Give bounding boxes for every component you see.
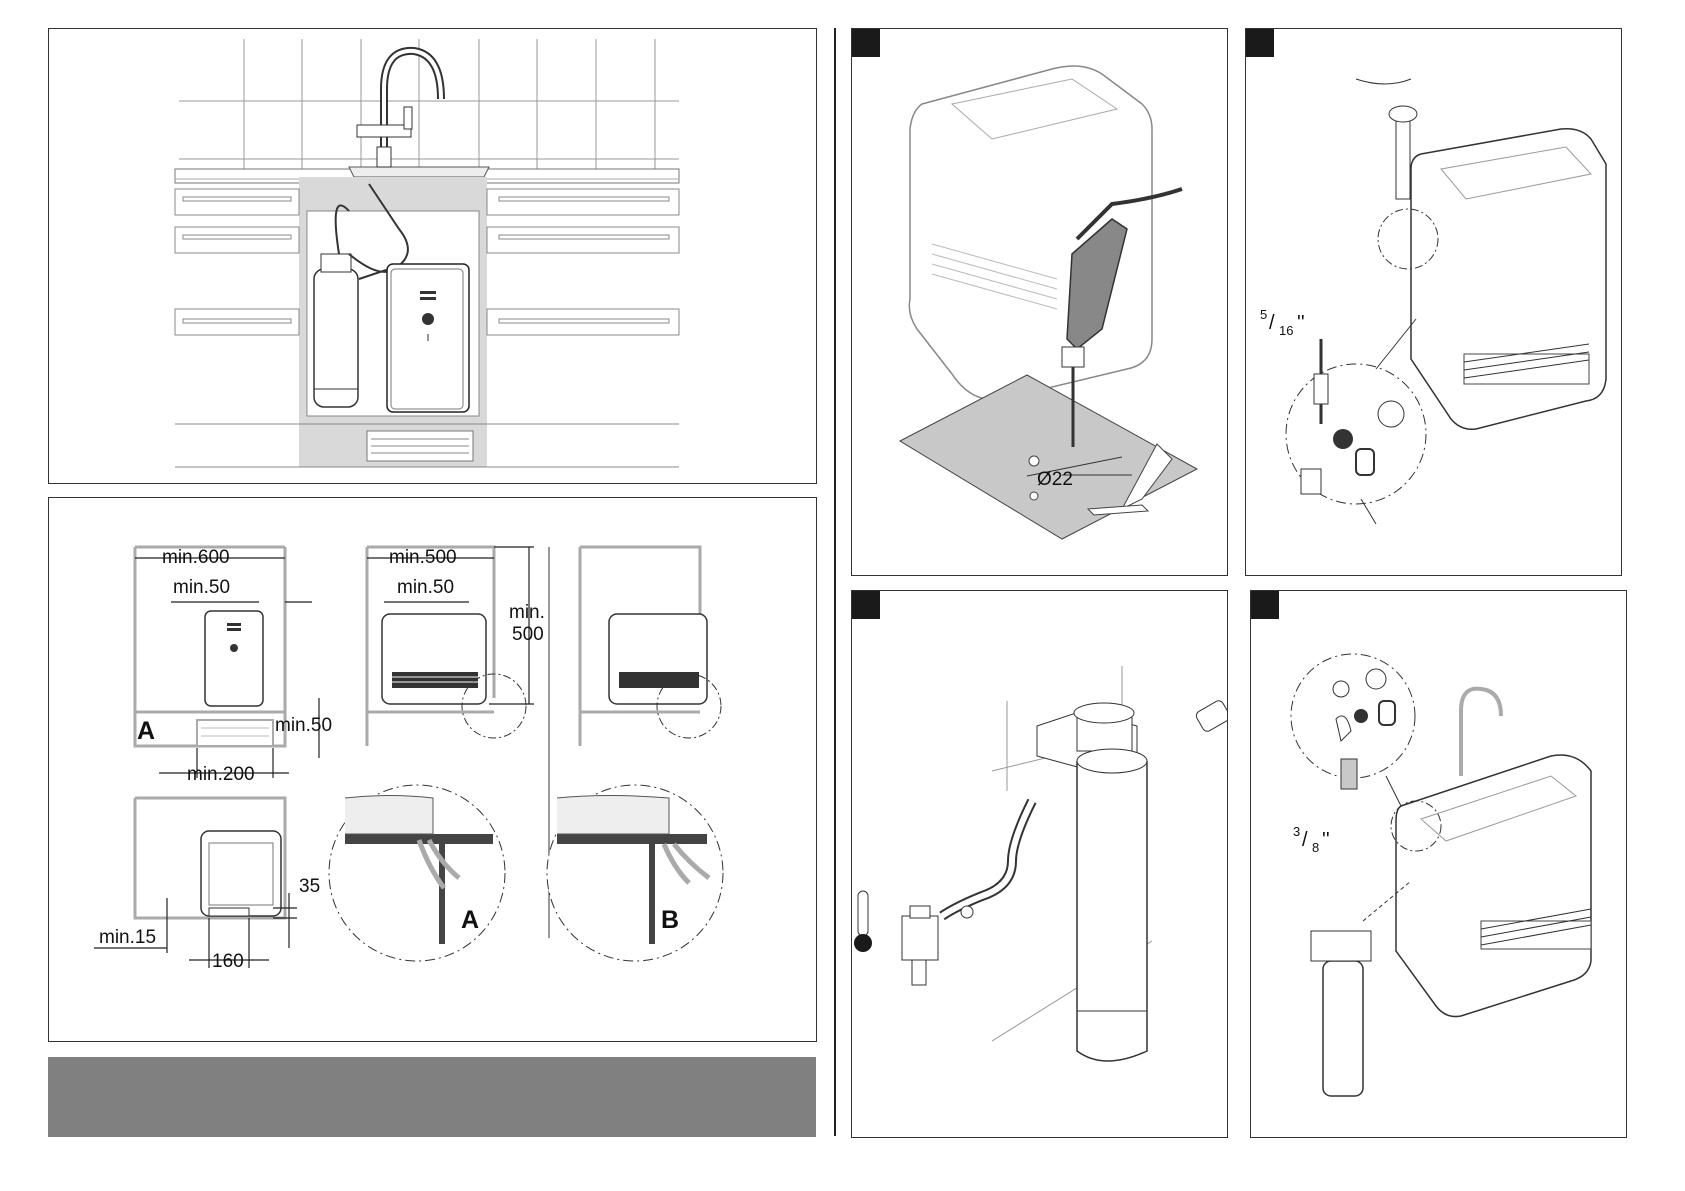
dim-160: 160 xyxy=(212,951,244,972)
final-connection-illustration: 3 / 8 '' xyxy=(1251,591,1627,1138)
svg-text:/: / xyxy=(1302,829,1308,851)
dim-min200: min.200 xyxy=(187,764,255,785)
svg-text:'': '' xyxy=(1297,312,1305,334)
dim-min500-vertical-2: 500 xyxy=(512,624,544,645)
svg-text:5: 5 xyxy=(1260,307,1267,322)
step3-panel xyxy=(851,590,1228,1138)
label-vent-a: A xyxy=(137,717,155,745)
dim-35: 35 xyxy=(299,876,320,897)
drill-illustration: Ø22 xyxy=(852,29,1228,576)
connection-illustration: 5 / 16 '' xyxy=(1246,29,1622,576)
dim-min50-front: min.50 xyxy=(397,577,454,598)
svg-text:8: 8 xyxy=(1312,840,1319,855)
svg-text:3: 3 xyxy=(1293,824,1300,839)
step1-panel: Ø22 xyxy=(851,28,1228,576)
clearance-illustration: min.600 min.50 A min.50 min.200 min.500 … xyxy=(49,498,817,1042)
svg-text:/: / xyxy=(1269,312,1275,334)
detail-b: B xyxy=(547,785,723,961)
drill-diameter: Ø22 xyxy=(1037,469,1073,490)
step2-panel: 5 / 16 '' xyxy=(1245,28,1622,576)
dim-min50-side: min.50 xyxy=(173,577,230,598)
step4-panel: 3 / 8 '' xyxy=(1250,590,1627,1138)
clearance-panel: min.600 min.50 A min.50 min.200 min.500 … xyxy=(48,497,817,1042)
detail-label-b: B xyxy=(661,906,679,934)
filter-assembly-illustration xyxy=(852,591,1228,1138)
kitchen-illustration xyxy=(49,29,817,484)
svg-text:16: 16 xyxy=(1279,323,1293,338)
detail-a: A xyxy=(329,785,505,961)
footer-bar xyxy=(48,1057,816,1137)
dim-min600: min.600 xyxy=(162,547,230,568)
fitting-size-3-8: 3 / 8 '' xyxy=(1293,824,1330,855)
page-divider xyxy=(834,28,836,1136)
detail-label-a: A xyxy=(461,906,479,934)
dim-min500-vertical-1: min. xyxy=(509,602,545,623)
dim-min500: min.500 xyxy=(389,547,457,568)
overview-panel xyxy=(48,28,817,484)
dim-min50-vent: min.50 xyxy=(275,715,332,736)
dim-min15: min.15 xyxy=(99,927,156,948)
svg-text:'': '' xyxy=(1322,829,1330,851)
fitting-size-5-16: 5 / 16 '' xyxy=(1260,307,1305,338)
